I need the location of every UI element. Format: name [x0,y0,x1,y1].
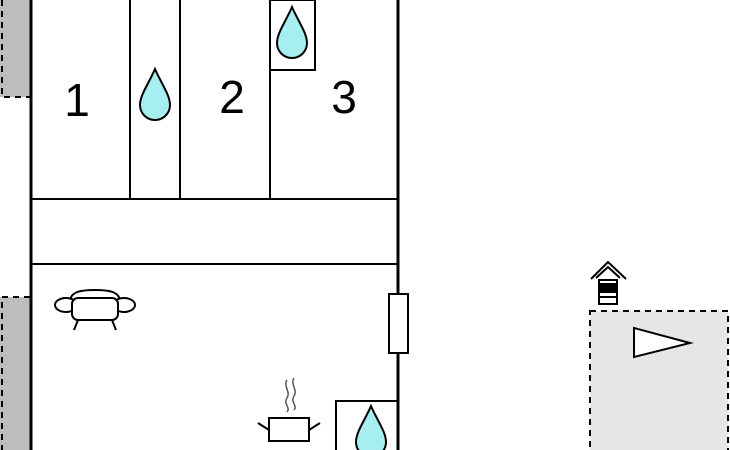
window-icon [388,293,409,354]
sofa-icon [54,288,136,331]
walls [29,0,400,450]
room-number-2: 2 [219,71,245,123]
direction-arrow-icon [633,326,694,359]
bath3-box [335,400,399,450]
partitions [31,0,399,450]
exterior-wall-left [0,0,30,450]
exterior-wall-top-segment [0,0,30,97]
room-number-3: 3 [331,71,357,123]
bath2-box [269,0,316,71]
room-number-1: 1 [64,74,90,126]
water-drop-icon [275,4,309,59]
exterior-wall-dash-top [1,0,30,98]
terrace [589,310,729,450]
cooking-pot-icon [257,377,321,442]
exterior-wall-bottom-segment [0,297,30,450]
grill-icon [590,260,627,305]
water-drop-icon [354,403,388,450]
water-drop-icon [138,66,172,121]
exterior-wall-dash-bottom [1,296,30,450]
